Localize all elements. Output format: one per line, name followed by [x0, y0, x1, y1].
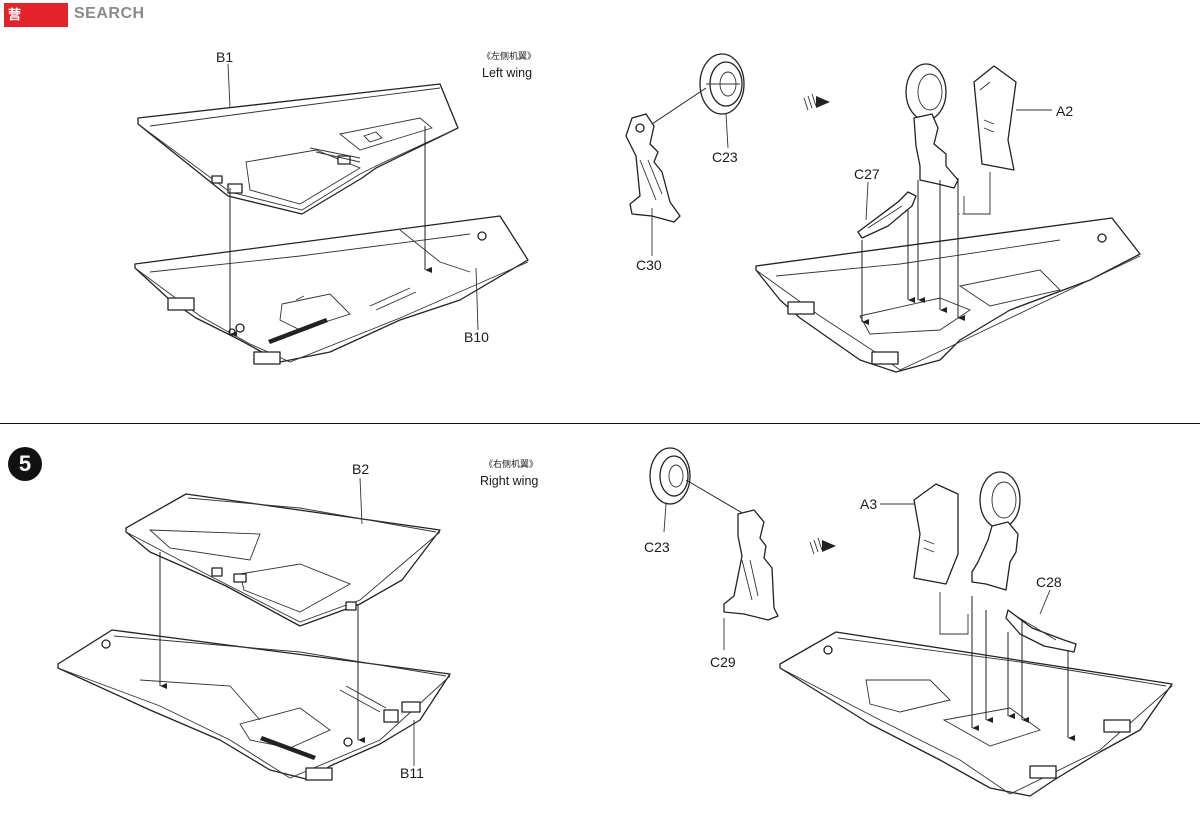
wheel-assembly-bottom [971, 471, 1021, 591]
left-wing-caption-en: Left wing [482, 66, 533, 80]
right-wing-caption-en: Right wing [480, 474, 539, 488]
part-label-c27: C27 [854, 166, 880, 182]
gear-door-a2 [973, 65, 1017, 171]
wheel-c23-top [699, 53, 745, 115]
right-wing-lower-part-b11 [57, 629, 451, 781]
retract-strut-c27 [857, 191, 917, 239]
wheel-assembly-top [905, 63, 959, 189]
left-wing-caption-cn: 《左侧机翼》 [482, 51, 537, 61]
part-label-c23-bottom: C23 [644, 539, 670, 555]
left-wing-lower-part-b10 [134, 215, 529, 365]
gear-strut-c29 [723, 509, 779, 621]
part-label-b11: B11 [400, 765, 424, 781]
part-label-c30: C30 [636, 257, 662, 273]
part-label-a2: A2 [1056, 103, 1074, 119]
section-divider [0, 423, 1200, 424]
right-wing-caption-cn: 《右侧机翼》 [484, 459, 539, 469]
retract-strut-c28 [1005, 609, 1077, 653]
right-wing-assembled [779, 631, 1173, 797]
part-label-b10: B10 [464, 329, 489, 345]
part-label-c29: C29 [710, 654, 736, 670]
watermark-badge: 营 [4, 3, 68, 27]
left-wing-assembled [755, 217, 1141, 373]
gear-strut-c30 [625, 113, 681, 223]
wheel-c23-bottom [649, 447, 691, 505]
part-label-c23-top: C23 [712, 149, 738, 165]
left-wing-upper-part-b1 [137, 83, 459, 215]
watermark-text: SEARCH [74, 5, 145, 22]
part-label-b1: B1 [216, 49, 234, 65]
part-label-b2: B2 [352, 461, 370, 477]
right-wing-upper-part-b2 [125, 493, 441, 627]
part-label-c28: C28 [1036, 574, 1062, 590]
gear-door-a3 [913, 483, 959, 585]
step-number-badge: 5 [8, 447, 42, 481]
watermark-logo: 营 SEARCH [0, 0, 170, 30]
part-label-a3: A3 [860, 496, 878, 512]
